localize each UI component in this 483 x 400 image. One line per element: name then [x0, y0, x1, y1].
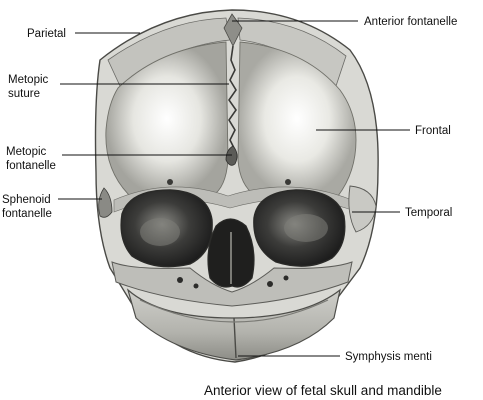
labels: Parietal Anterior fontanelle Metopic sut…: [2, 16, 457, 398]
foramen-1: [177, 277, 183, 283]
label-metopic-suture: Metopic suture: [8, 74, 51, 100]
label-sphenoid-fontanelle: Sphenoid fontanelle: [2, 194, 54, 220]
skull-illustration: [94, 9, 379, 363]
label-metopic-suture-line-2: suture: [8, 88, 40, 100]
metopic-suture: [228, 45, 237, 149]
label-sphenoid-fontanelle-line-2: fontanelle: [2, 208, 52, 220]
label-metopic-fontanelle: Metopic fontanelle: [6, 146, 56, 172]
supraorbital-foramen-right: [285, 179, 291, 185]
orbit-right-inner: [284, 214, 328, 242]
label-metopic-suture-line-1: Metopic: [8, 74, 49, 86]
label-frontal: Frontal: [415, 125, 451, 137]
symphysis-menti-line: [233, 317, 237, 359]
metopic-fontanelle: [225, 145, 238, 166]
foramen-4: [283, 275, 289, 281]
alveolar-ridge: [139, 299, 329, 323]
label-temporal: Temporal: [405, 207, 452, 219]
label-metopic-fontanelle-line-1: Metopic: [6, 146, 47, 158]
label-parietal: Parietal: [27, 28, 66, 40]
frontal-bone-right: [237, 41, 357, 197]
sphenoid-fontanelle: [98, 187, 113, 218]
orbit-left-inner: [140, 218, 180, 246]
leader-lines: [58, 20, 410, 357]
temporal-bone: [348, 185, 377, 233]
label-metopic-fontanelle-line-2: fontanelle: [6, 160, 56, 172]
label-anterior-fontanelle: Anterior fontanelle: [364, 16, 457, 28]
supraorbital-foramen-left: [167, 179, 173, 185]
label-sphenoid-fontanelle-line-1: Sphenoid: [2, 194, 51, 206]
foramen-3: [267, 281, 273, 287]
figure-caption: Anterior view of fetal skull and mandibl…: [204, 383, 442, 398]
maxilla: [111, 261, 353, 307]
label-symphysis-menti: Symphysis menti: [345, 351, 432, 363]
foramen-2: [193, 283, 199, 289]
